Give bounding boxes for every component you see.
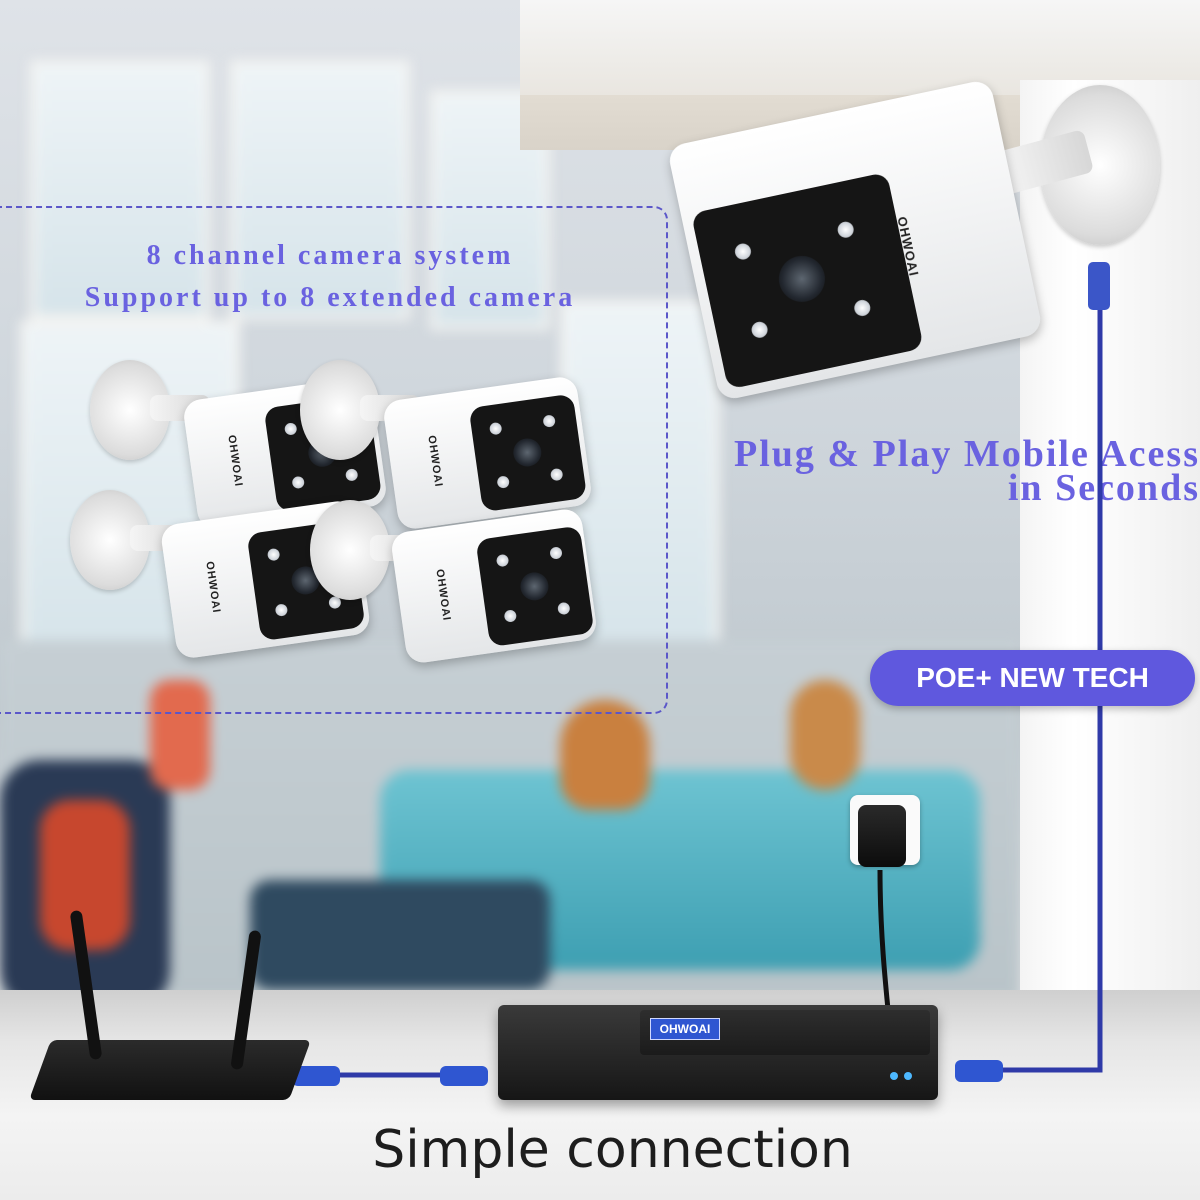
headline-line2: Support up to 8 extended camera [84, 282, 576, 313]
window [30, 60, 210, 320]
camera-group-frame [0, 206, 668, 714]
caption: Simple connection [372, 1120, 853, 1180]
headline-line1: 8 channel camera system [146, 240, 514, 271]
mobile-access-line1: Plug & Play Mobile Acess [734, 433, 1200, 475]
mobile-access-line2: in Seconds [1007, 467, 1200, 509]
nvr-brand-label: OHWOAI [650, 1018, 720, 1040]
poe-badge: POE+ NEW TECH [870, 650, 1195, 706]
status-led [890, 1072, 898, 1080]
status-led [904, 1072, 912, 1080]
ceiling-ledge [520, 0, 1200, 95]
window [230, 60, 410, 320]
